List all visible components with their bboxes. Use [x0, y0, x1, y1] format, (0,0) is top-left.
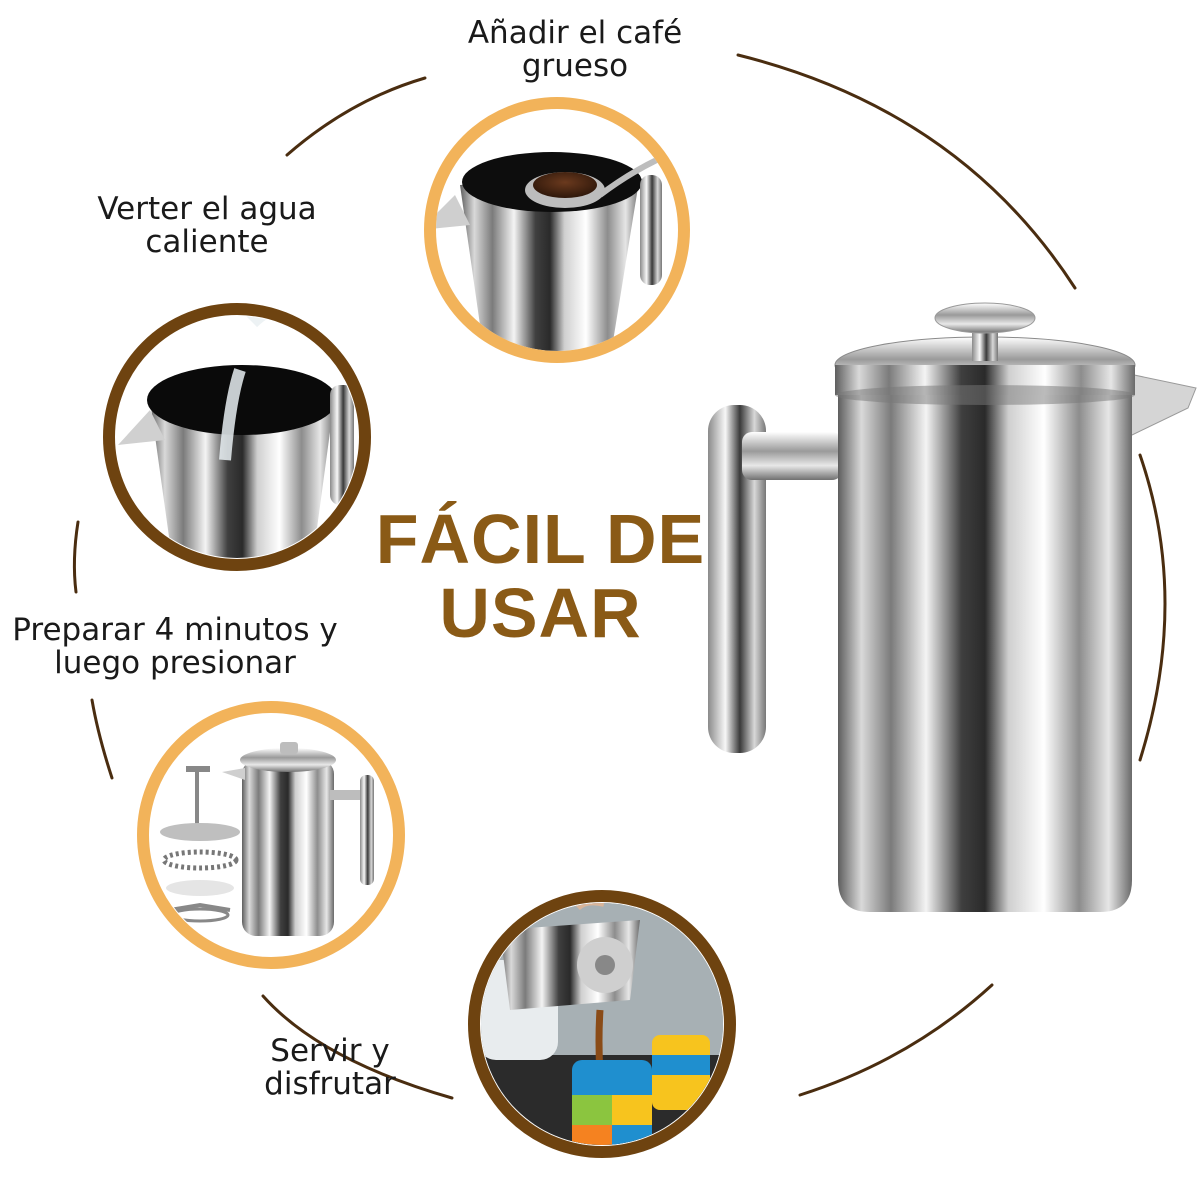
step-label-line: caliente	[145, 224, 269, 260]
step-label-line: Preparar 4 minutos y	[12, 612, 338, 648]
step-brew-press-image	[137, 701, 405, 969]
french-press-product-image	[708, 302, 1197, 912]
step-label-pour-water: Verter el agua caliente	[72, 193, 342, 259]
step-label-line: Añadir el café	[467, 15, 683, 51]
headline-line-1: FÁCIL DE	[375, 500, 706, 578]
step-label-line: Verter el agua	[97, 191, 317, 227]
step-label-line: luego presionar	[54, 645, 296, 681]
step-add-coffee-image	[424, 97, 690, 363]
step-label-serve: Servir y disfrutar	[230, 1035, 430, 1101]
step-label-line: disfrutar	[264, 1066, 396, 1102]
decorative-arcs	[72, 53, 1167, 1100]
step-label-brew-press: Preparar 4 minutos y luego presionar	[0, 614, 350, 680]
headline: FÁCIL DE USAR	[368, 502, 713, 650]
step-pour-water-image	[103, 303, 371, 571]
step-label-line: grueso	[521, 48, 629, 84]
headline-line-2: USAR	[439, 574, 642, 652]
step-label-add-coffee: Añadir el café grueso	[440, 17, 710, 83]
step-serve-image	[468, 890, 736, 1158]
step-label-line: Servir y	[270, 1033, 390, 1069]
